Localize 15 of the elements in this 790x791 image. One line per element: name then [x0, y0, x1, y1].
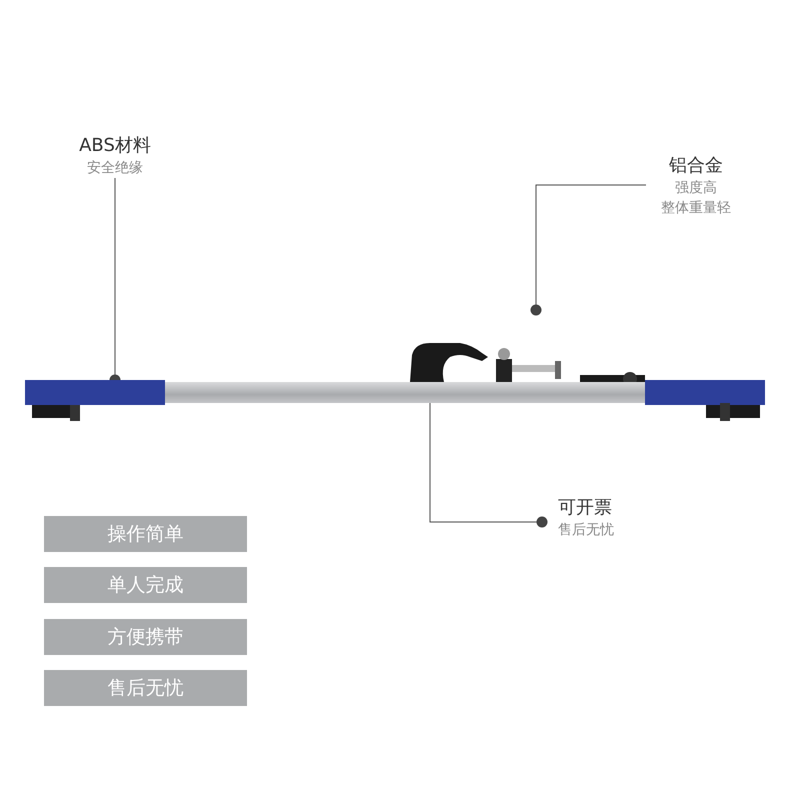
- leader-line: [430, 402, 548, 528]
- callout-heading: 可开票: [558, 496, 612, 520]
- aluminium-bar: [165, 382, 645, 403]
- feature-band: 单人完成: [44, 567, 247, 603]
- callout-text: 安全绝缘: [87, 159, 143, 178]
- callout-text: 整体重量轻: [661, 199, 731, 218]
- feature-band: 售后无忧: [44, 670, 247, 706]
- callout-text: 售后无忧: [558, 521, 614, 540]
- callout-text: 强度高: [675, 179, 717, 198]
- feature-band: 操作简单: [44, 516, 247, 552]
- feature-band: 方便携带: [44, 619, 247, 655]
- end-cap: [25, 380, 165, 405]
- leader-line: [530, 184, 646, 316]
- callout-heading: ABS材料: [79, 134, 151, 158]
- callout-heading: 铝合金: [669, 154, 723, 178]
